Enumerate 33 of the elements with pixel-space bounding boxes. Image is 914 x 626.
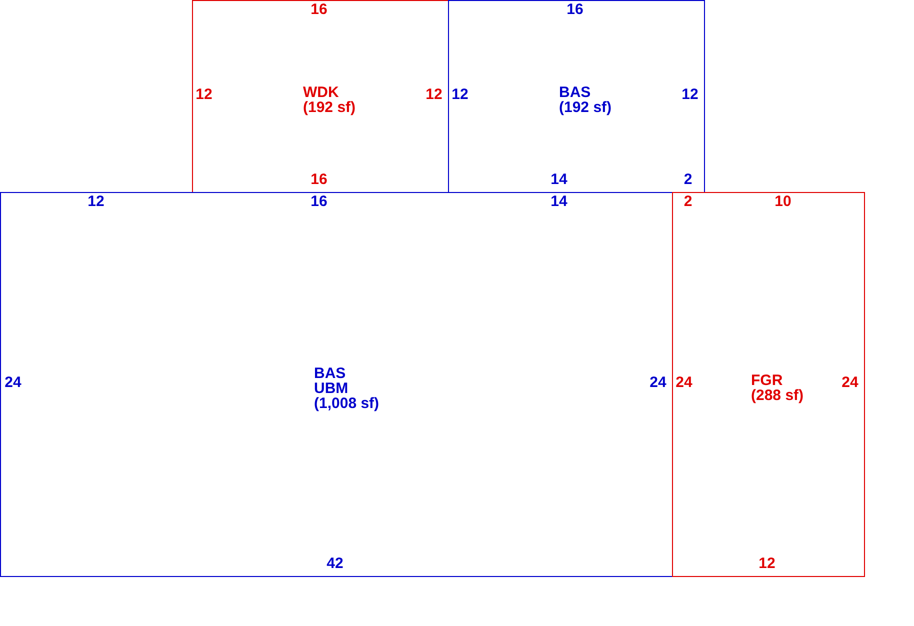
- room-label: BAS: [559, 85, 591, 100]
- dimension-label: 24: [842, 375, 858, 391]
- room-outline: [448, 0, 705, 193]
- dimension-label: 12: [682, 87, 698, 103]
- dimension-label: 14: [550, 172, 568, 188]
- room-label: UBM: [314, 381, 348, 396]
- dimension-label: 14: [550, 194, 568, 210]
- room-label: FGR: [751, 373, 783, 388]
- dimension-label: 24: [676, 375, 692, 391]
- room-label: (192 sf): [303, 100, 356, 115]
- room-outline: [0, 192, 673, 577]
- room-label: (1,008 sf): [314, 396, 380, 411]
- dimension-label: 24: [4, 375, 22, 391]
- dimension-label: 12: [758, 556, 776, 572]
- dimension-label: 12: [196, 87, 212, 103]
- dimension-label: 12: [88, 194, 104, 210]
- room-label: (192 sf): [559, 100, 612, 115]
- room-outline: [672, 192, 865, 577]
- dimension-label: 10: [774, 194, 792, 210]
- dimension-label: 24: [650, 375, 666, 391]
- dimension-label: 16: [310, 2, 328, 18]
- dimension-label: 42: [326, 556, 344, 572]
- room-outline: [192, 0, 449, 193]
- dimension-label: 16: [310, 172, 328, 188]
- room-label: BAS: [314, 366, 346, 381]
- room-label: WDK: [303, 85, 339, 100]
- dimension-label: 12: [426, 87, 442, 103]
- dimension-label: 2: [684, 172, 692, 188]
- dimension-label: 2: [684, 194, 692, 210]
- room-label: (288 sf): [751, 388, 804, 403]
- dimension-label: 16: [566, 2, 584, 18]
- dimension-label: 16: [310, 194, 328, 210]
- dimension-label: 12: [452, 87, 468, 103]
